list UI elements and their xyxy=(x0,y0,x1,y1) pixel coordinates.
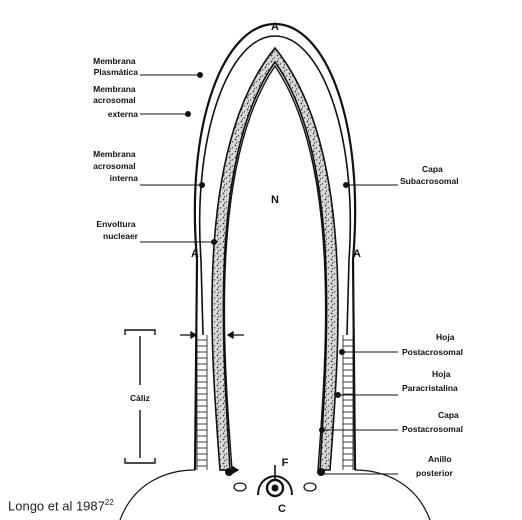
letter-a-top: A xyxy=(271,21,279,33)
acrosomal-band xyxy=(212,48,338,470)
caliz-label: Cáliz xyxy=(130,393,150,403)
letter-f-flagellum: F xyxy=(282,457,289,469)
letter-c-centriole: C xyxy=(278,503,286,515)
label-envoltura-nuclear: Envoltura nucleaer xyxy=(96,219,138,241)
label-capa-postacrosomal: Capa Postacrosomal xyxy=(402,410,463,434)
citation-text: Longo et al 1987 xyxy=(8,498,105,513)
letter-a-left: A xyxy=(191,248,199,260)
label-anillo-posterior: Anillo posterior xyxy=(416,454,454,478)
citation-caption: Longo et al 198722 xyxy=(8,498,114,513)
label-capa-subacrosomal: Capa Subacrosomal xyxy=(400,164,459,186)
postacrosomal-segments-left xyxy=(197,335,207,470)
citation-reference: 22 xyxy=(105,498,114,507)
label-membrana-acrosomal-externa: Membrana acrosomal externa xyxy=(93,84,138,119)
letter-n-nucleus: N xyxy=(271,194,279,206)
label-hoja-postacrosomal: Hoja Postacrosomal xyxy=(402,332,463,357)
postacrosomal-segments-right xyxy=(343,335,353,470)
letter-a-right: A xyxy=(353,248,361,260)
label-membrana-acrosomal-interna: Membrana acrosomal interna xyxy=(93,149,138,183)
neck-region xyxy=(120,465,430,520)
label-hoja-paracristalina: Hoja Paracristalina xyxy=(402,369,458,393)
label-membrana-plasmatica: Membrana Plasmática xyxy=(93,56,138,77)
